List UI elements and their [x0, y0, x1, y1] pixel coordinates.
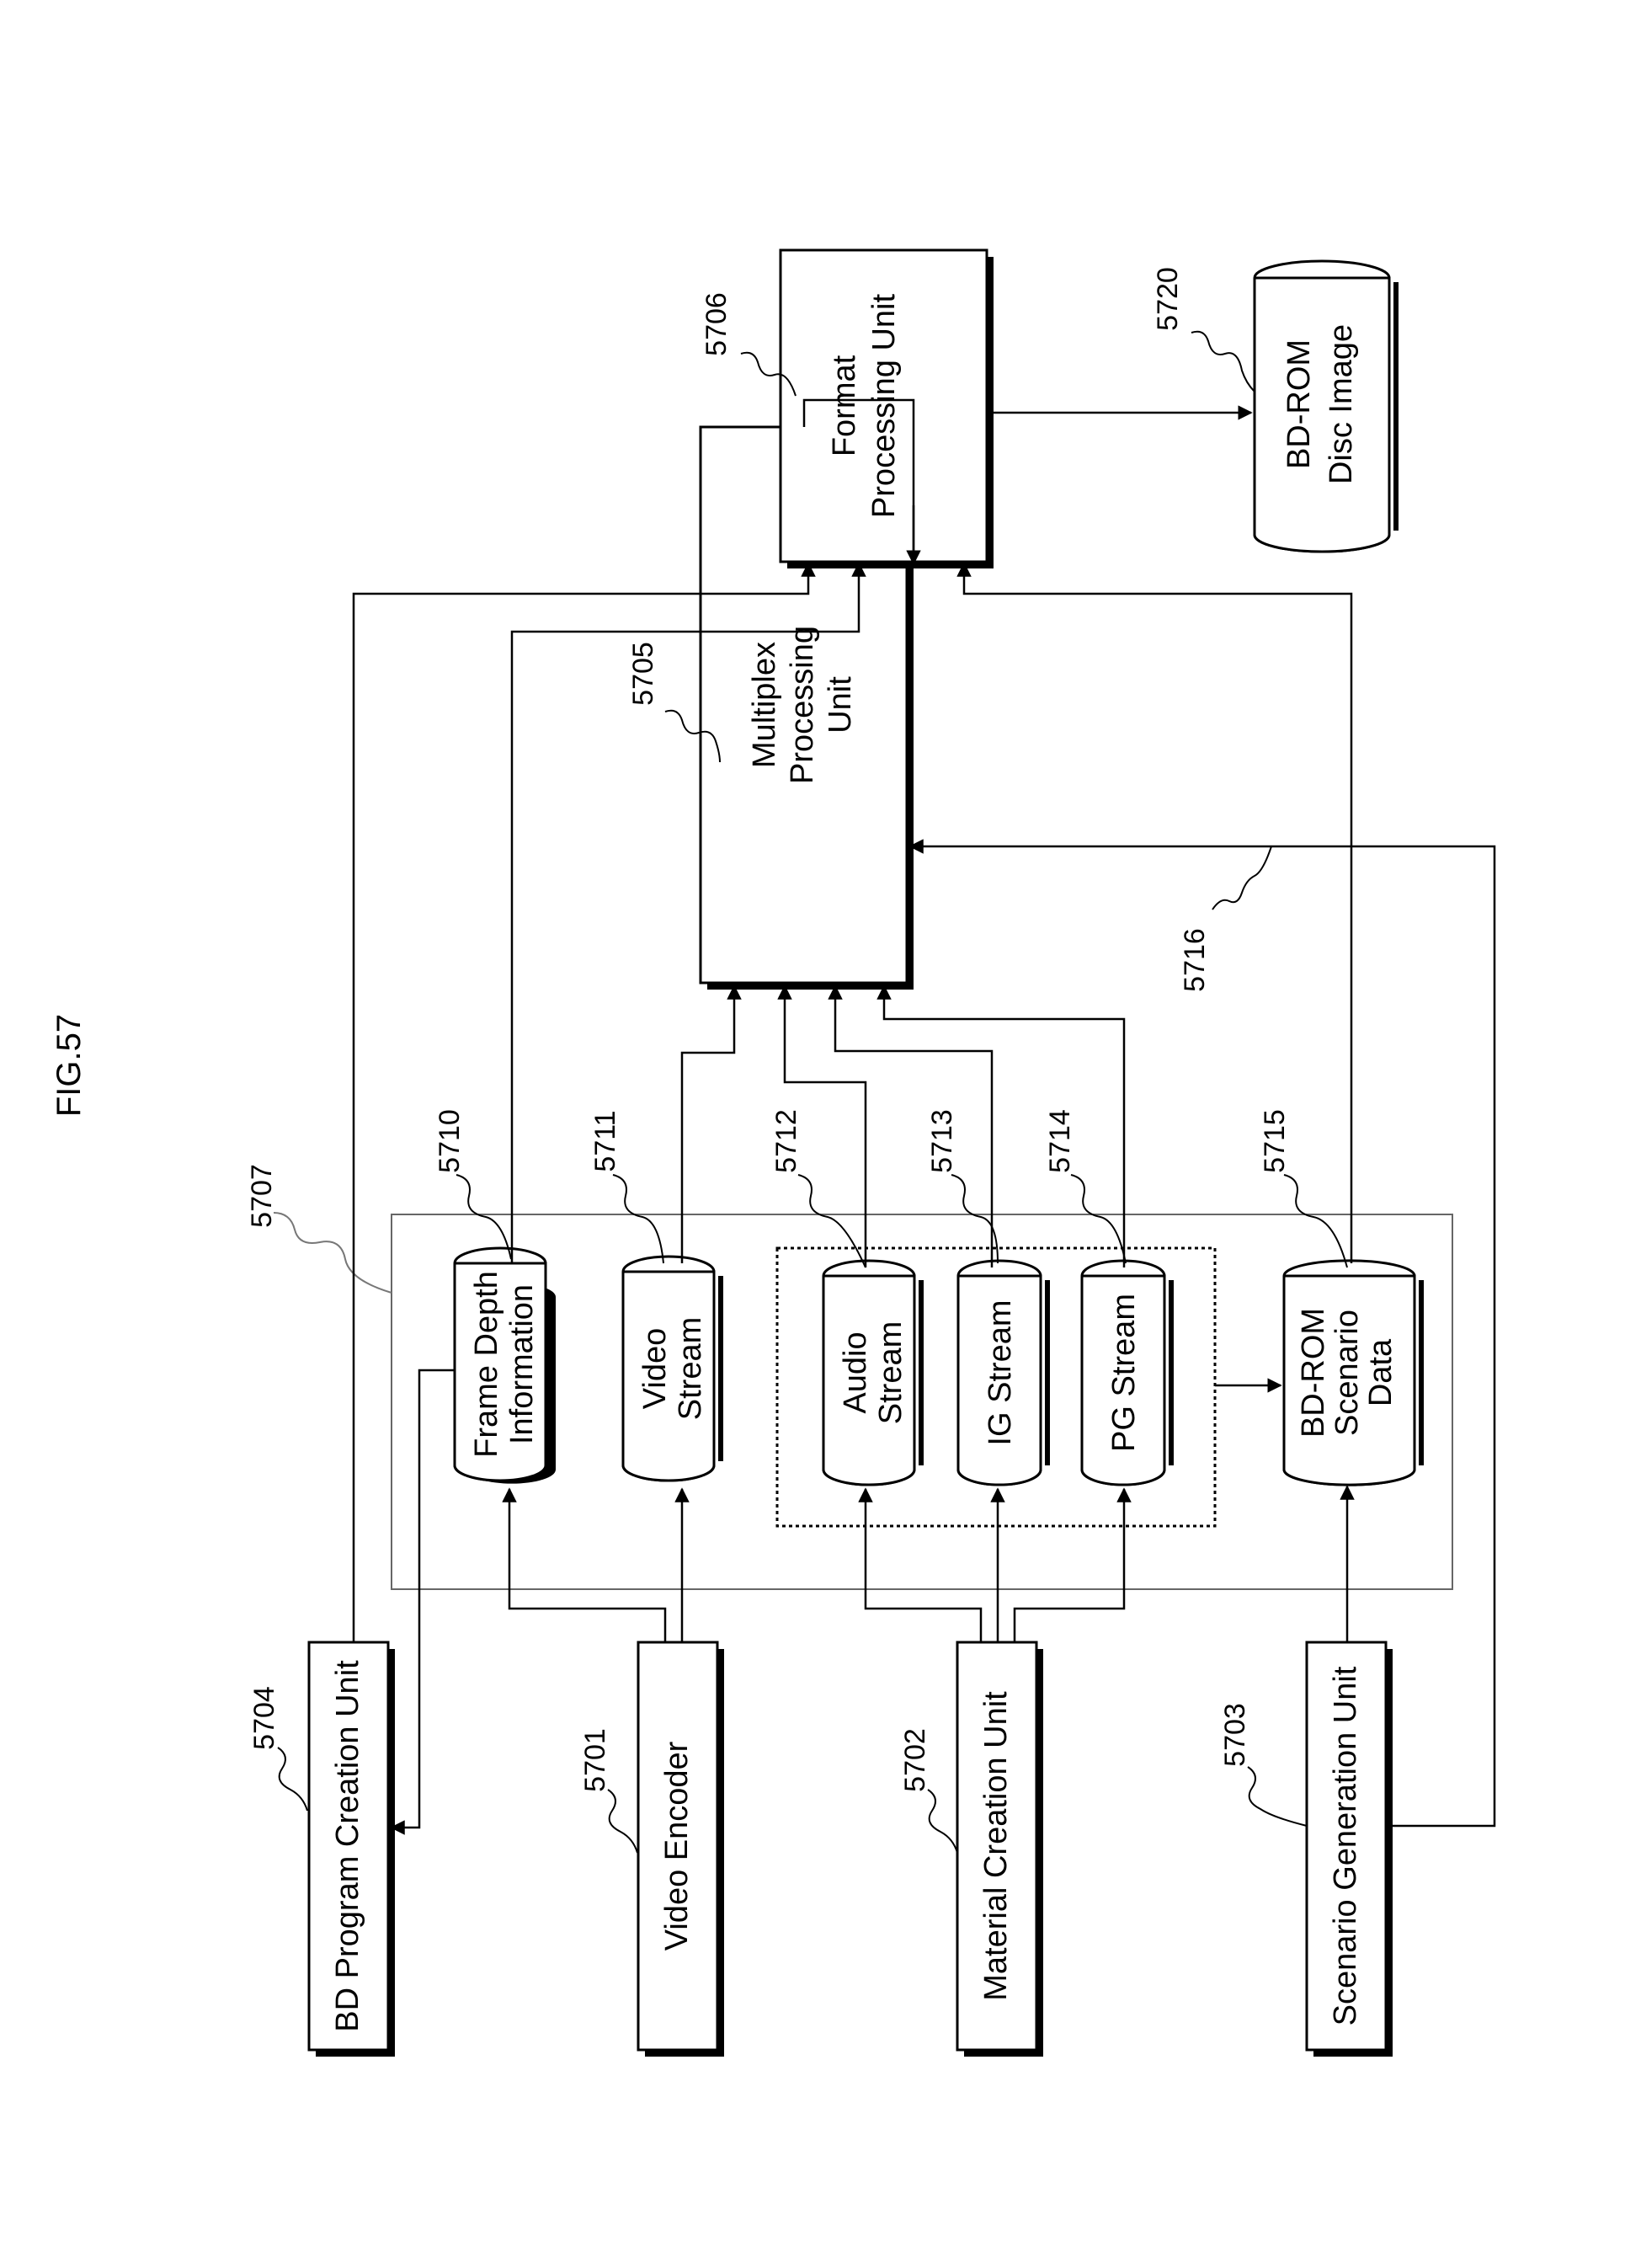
frame-depth-label-1: Frame Depth — [469, 1271, 504, 1458]
line-framedepth-to-format — [510, 562, 866, 1263]
ig-stream-cylinder: IG Stream — [956, 1259, 1050, 1486]
leader-5702 — [927, 1789, 958, 1854]
line-ig-to-multiplex — [828, 985, 994, 1267]
bd-program-creation-label: BD Program Creation Unit — [330, 1660, 365, 2032]
bdrom-scenario-label-1: BD-ROM — [1296, 1308, 1331, 1438]
leader-5713 — [951, 1174, 999, 1264]
ref-5704: 5704 — [248, 1686, 280, 1750]
bdrom-scenario-label-2: Scenario — [1329, 1310, 1365, 1436]
leader-5716 — [1212, 846, 1272, 910]
storage-region-5707 — [391, 1214, 1453, 1590]
bdrom-scenario-label-3: Data — [1363, 1338, 1399, 1406]
audio-stream-label-2: Stream — [873, 1321, 908, 1424]
leader-5707 — [273, 1212, 392, 1294]
video-stream-cylinder: Video Stream — [621, 1255, 723, 1482]
ref-5707: 5707 — [246, 1164, 278, 1228]
leader-5704 — [277, 1747, 308, 1812]
ref-5715: 5715 — [1259, 1109, 1291, 1173]
scenario-generation-unit: Scenario Generation Unit — [1305, 1641, 1393, 2057]
ref-5714: 5714 — [1044, 1109, 1076, 1173]
audio-stream-label-1: Audio — [838, 1331, 873, 1413]
ref-5705: 5705 — [627, 642, 659, 706]
line-video-to-multiplex — [680, 985, 742, 1263]
bdrom-disc-cylinder: BD-ROM Disc Image — [1253, 259, 1399, 553]
video-encoder-label: Video Encoder — [659, 1741, 695, 1950]
format-label-1: Format — [827, 355, 862, 456]
leader-5701 — [607, 1789, 638, 1854]
leader-5705 — [664, 709, 721, 763]
line-framedepth-to-bdprogram — [390, 1369, 455, 1835]
format-processing-unit: Format Processing Unit — [779, 248, 994, 568]
line-scenariogen-to-multiplex — [908, 839, 1496, 1828]
frame-depth-label-2: Information — [504, 1284, 540, 1444]
line-pg-to-multiplex — [876, 985, 1126, 1267]
ref-5720: 5720 — [1152, 267, 1184, 331]
leader-5714 — [1070, 1174, 1127, 1264]
bdrom-scenario-cylinder: BD-ROM Scenario Data — [1282, 1259, 1424, 1486]
bdrom-disc-label-2: Disc Image — [1324, 324, 1359, 484]
leader-5715 — [1283, 1174, 1348, 1268]
line-material-to-pg — [1013, 1487, 1132, 1642]
multiplex-label-1: Multiplex — [747, 642, 782, 768]
line-scenario-to-format — [956, 562, 1353, 1263]
ref-5716: 5716 — [1179, 928, 1211, 992]
leader-5706 — [740, 351, 797, 397]
line-audio-to-multiplex — [777, 985, 867, 1267]
ref-5713: 5713 — [926, 1109, 958, 1173]
material-creation-label: Material Creation Unit — [978, 1691, 1014, 2001]
bdrom-disc-label-1: BD-ROM — [1281, 339, 1317, 469]
leader-5720 — [1191, 330, 1255, 392]
figure-title: FIG.57 — [51, 1014, 88, 1117]
ref-5712: 5712 — [770, 1109, 802, 1173]
pg-stream-cylinder: PG Stream — [1080, 1259, 1174, 1486]
line-encoder-to-framedepth — [502, 1487, 667, 1642]
ref-5702: 5702 — [899, 1728, 931, 1792]
ref-5711: 5711 — [589, 1110, 621, 1171]
bd-program-creation-unit: BD Program Creation Unit — [307, 1641, 395, 2057]
audio-stream-cylinder: Audio Stream — [822, 1259, 924, 1486]
ref-5701: 5701 — [579, 1728, 611, 1792]
leader-5710 — [456, 1174, 512, 1260]
format-label-2: Processing Unit — [866, 294, 902, 519]
ref-5703: 5703 — [1219, 1703, 1251, 1767]
video-stream-label-1: Video — [637, 1328, 673, 1410]
scenario-generation-label: Scenario Generation Unit — [1328, 1666, 1363, 2025]
video-encoder-unit: Video Encoder — [637, 1641, 724, 2057]
leader-5712 — [797, 1174, 866, 1268]
ref-5710: 5710 — [434, 1109, 466, 1173]
material-creation-unit: Material Creation Unit — [956, 1641, 1043, 2057]
leader-5711 — [612, 1174, 664, 1264]
ref-5706: 5706 — [701, 292, 733, 356]
stream-group-dotted — [775, 1246, 1217, 1528]
multiplex-label-2: Processing — [785, 626, 820, 784]
line-bdprogram-to-format — [352, 562, 816, 1642]
line-multiplex-to-format — [802, 398, 921, 565]
frame-depth-info-cylinder: Frame Depth Information — [453, 1246, 556, 1484]
pg-stream-label: PG Stream — [1106, 1294, 1142, 1452]
video-stream-label-2: Stream — [673, 1317, 708, 1420]
line-material-to-audio — [858, 1487, 983, 1642]
leader-5703 — [1247, 1766, 1308, 1827]
ig-stream-label: IG Stream — [983, 1299, 1018, 1445]
multiplex-label-3: Unit — [823, 676, 858, 734]
